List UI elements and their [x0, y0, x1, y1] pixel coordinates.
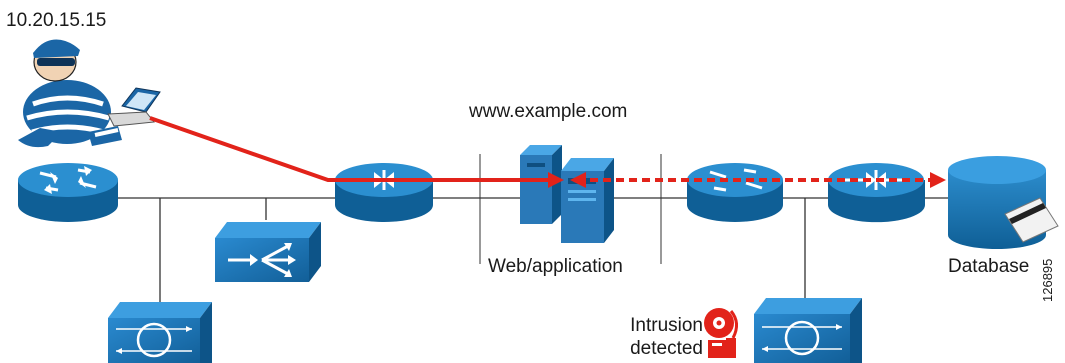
exfiltration-path [570, 172, 946, 188]
ids-sensor-icon [754, 298, 862, 363]
server-icon [520, 145, 614, 243]
figure-id-label: 126895 [1040, 258, 1055, 302]
firewall-router-icon [335, 163, 433, 222]
attack-path [149, 116, 564, 188]
web-host-label: www.example.com [469, 101, 628, 122]
network-links [118, 154, 948, 318]
ids-sensor-icon [108, 302, 212, 363]
database-label: Database [948, 256, 1030, 277]
web-server-label: Web/application [488, 256, 623, 277]
alarm-bell-icon [704, 308, 738, 358]
firewall-router-icon [828, 163, 925, 223]
router-icon [687, 163, 783, 222]
intrusion-label-line2: detected [630, 338, 703, 359]
router-icon [18, 163, 118, 222]
switch-icon [215, 222, 321, 282]
intrusion-label-line1: Intrusion [630, 315, 703, 336]
credit-card-icon [1004, 197, 1059, 243]
attacker-icon [18, 35, 122, 148]
laptop-icon [107, 87, 161, 127]
attacker-ip-label: 10.20.15.15 [6, 10, 107, 31]
